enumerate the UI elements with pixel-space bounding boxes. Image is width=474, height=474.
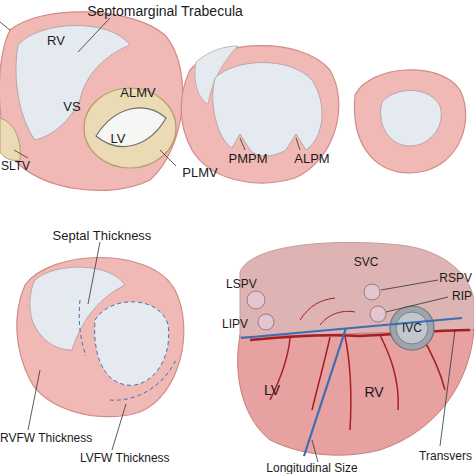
lv-cavity xyxy=(95,302,169,385)
leader-line xyxy=(112,404,126,450)
pulmonary-vein xyxy=(247,291,265,309)
anatomy-label: RV xyxy=(364,385,383,400)
pulmonary-vein xyxy=(370,306,386,322)
anatomy-label: SVC xyxy=(354,255,379,270)
anatomy-label: RSPV xyxy=(439,271,472,286)
leader-line xyxy=(240,138,245,150)
thickness-section xyxy=(17,242,184,450)
anatomy-label: RV xyxy=(47,33,65,48)
leader-line xyxy=(28,370,40,430)
vena-cava xyxy=(390,306,434,350)
leader-line xyxy=(440,330,455,446)
leader-line xyxy=(88,242,100,304)
measure-outline xyxy=(79,300,86,356)
myocardium xyxy=(0,12,183,191)
anatomy-label: LV xyxy=(264,383,280,398)
anatomy-label: LIPV xyxy=(222,317,248,332)
pulmonary-vein xyxy=(258,314,274,330)
ventricles xyxy=(238,330,474,455)
lv-cavity xyxy=(381,90,442,146)
anatomy-label: Transvers xyxy=(419,449,472,464)
basal-section xyxy=(0,12,183,191)
leader-line xyxy=(381,280,438,290)
anatomy-label: PLMV xyxy=(182,165,217,180)
myocardium xyxy=(181,46,339,183)
anatomy-label: Septomarginal Trabecula xyxy=(87,4,243,19)
anatomy-label: VS xyxy=(63,99,80,114)
atrial-vessel xyxy=(300,298,355,325)
anatomy-label: LVFW Thickness xyxy=(80,451,170,466)
anatomy-label: Longitudinal Size xyxy=(266,461,357,474)
anatomy-label: LSPV xyxy=(226,277,257,292)
leader-line xyxy=(160,150,176,166)
atria xyxy=(240,242,474,337)
leader-line xyxy=(14,150,28,158)
tricuspid-leaflet xyxy=(0,118,20,161)
transverse-axis xyxy=(241,318,462,338)
pulmonary-vein xyxy=(364,284,380,300)
lv-cavity xyxy=(213,63,322,157)
mitral-annulus xyxy=(84,88,176,168)
longitudinal-axis xyxy=(304,328,346,456)
anatomy-label: RIP xyxy=(452,289,472,304)
anatomy-label: ALMV xyxy=(120,85,155,100)
anatomy-label: Septal Thickness xyxy=(53,228,152,243)
leader-line xyxy=(296,138,300,150)
leader-line xyxy=(312,440,318,462)
mid-section xyxy=(181,46,339,183)
leader-line xyxy=(78,18,110,52)
leader-line xyxy=(386,297,448,312)
anatomy-label: PMPM xyxy=(229,151,268,166)
vena-cava-lumen xyxy=(396,312,428,344)
apical-section xyxy=(354,70,465,173)
mitral-orifice xyxy=(96,108,166,147)
anatomy-label: ALPM xyxy=(294,151,329,166)
myocardium xyxy=(17,258,184,417)
posterior-heart xyxy=(238,242,474,462)
anatomy-label: LV xyxy=(111,131,126,146)
measure-outline xyxy=(110,360,176,400)
leader-line xyxy=(0,22,10,30)
anatomy-label: IVC xyxy=(402,321,422,336)
anatomy-label: SLTV xyxy=(1,159,30,174)
myocardium xyxy=(354,70,465,173)
anatomy-label: RVFW Thickness xyxy=(0,431,92,446)
